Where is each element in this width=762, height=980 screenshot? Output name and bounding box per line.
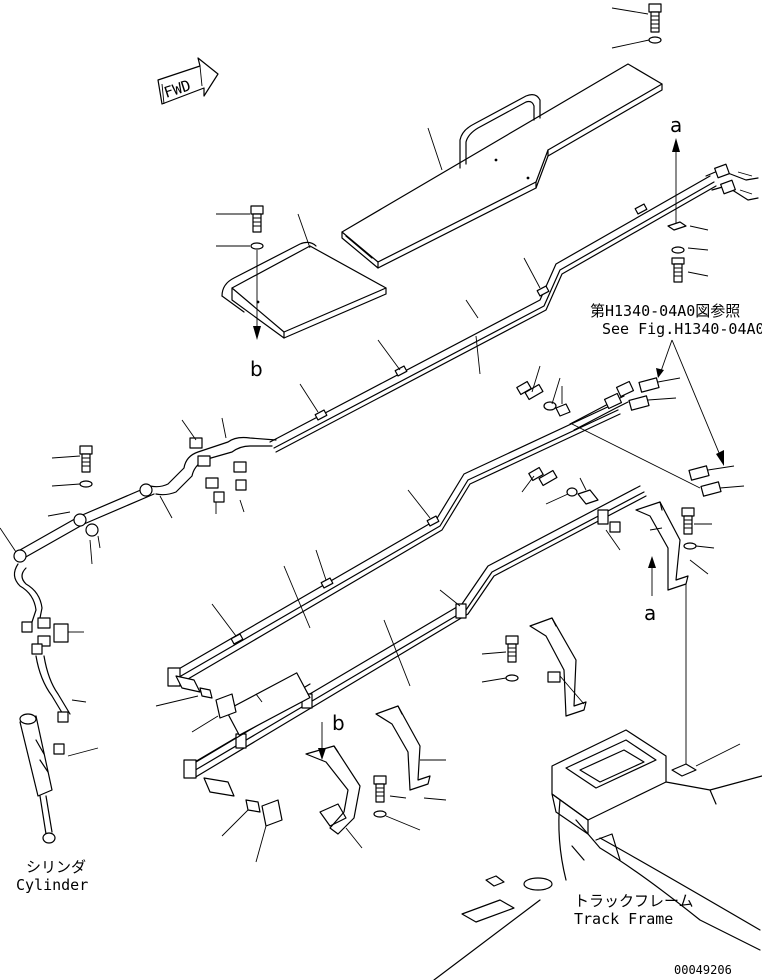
letter-b-mid: b [332, 711, 345, 735]
washer-lower-center-icon [373, 810, 421, 831]
cylinder-icon [19, 713, 56, 844]
ref-label-jp: 第H1340-04A0図参照 [590, 302, 740, 320]
upper-cover-short [221, 213, 387, 339]
bolt-lower-center-icon [373, 775, 407, 803]
track-frame-label-en: Track Frame [574, 910, 673, 928]
washer-left-icon [51, 480, 93, 488]
arrow-a-top: a [670, 113, 682, 230]
cylinder-label-jp: シリンダ [26, 858, 86, 876]
upper-cover-long [341, 63, 663, 269]
ref-label-en: See Fig.H1340-04A0 [602, 320, 762, 338]
ref-hose-ends-upper-icon [628, 377, 681, 411]
letter-a-top: a [670, 113, 682, 137]
bolt-mid-right-icon [516, 365, 561, 411]
connectors-mid-right-icon [555, 380, 701, 489]
washer-mid-icon [481, 674, 519, 683]
clip-a-top-icon [667, 221, 709, 231]
bolt-center-icon [521, 466, 578, 505]
upper-tube-pair [269, 175, 717, 453]
arrow-b-mid: b [318, 711, 345, 760]
track-frame-label-jp: トラックフレーム [574, 892, 694, 910]
clip-center-icon [577, 477, 599, 505]
fwd-arrow-icon: FWD [157, 57, 219, 105]
bolt-upper-left-icon [216, 205, 264, 233]
bolt-a-top-icon [671, 257, 709, 283]
plug-lower-left-icon [203, 777, 261, 837]
plug-upper-left-icon [155, 675, 213, 707]
lower-tube-pair [183, 485, 647, 779]
ref-arrows [656, 339, 724, 466]
left-hose-line [0, 483, 155, 757]
bracket-mid-icon [529, 617, 587, 717]
arrow-a-bottom: a [644, 556, 656, 625]
bolt-top-right-icon [611, 3, 662, 33]
letter-a-bottom: a [644, 601, 656, 625]
washer-top-right-icon [611, 36, 662, 49]
lower-left-pipe [195, 672, 311, 763]
bolt-right-a-icon [681, 507, 712, 535]
connectors-cluster-left-icon [149, 417, 277, 519]
bracket-right-a-icon [635, 501, 689, 591]
drawing-number: 00049206 [674, 963, 732, 977]
bolt-mid-icon [481, 635, 519, 663]
bracket-b-icon [305, 745, 363, 849]
hose-end-top-right-icon [705, 163, 759, 201]
letter-b-left: b [250, 357, 263, 381]
bracket-lower-center-icon [375, 705, 446, 791]
middle-tube-pair [167, 403, 621, 687]
track-frame [433, 729, 762, 980]
washer-upper-left-icon [216, 242, 264, 250]
arrow-b-left: b [250, 250, 263, 381]
bolt-left-icon [51, 445, 93, 473]
washer-right-a-icon [683, 542, 715, 550]
washer-a-top-icon [671, 246, 709, 254]
ref-hose-ends-lower-icon [688, 465, 745, 497]
fwd-label: FWD [162, 76, 193, 101]
cylinder-label-en: Cylinder [16, 876, 88, 894]
cap-upper-left-icon [191, 693, 237, 733]
cap-lower-left-icon [255, 799, 283, 863]
